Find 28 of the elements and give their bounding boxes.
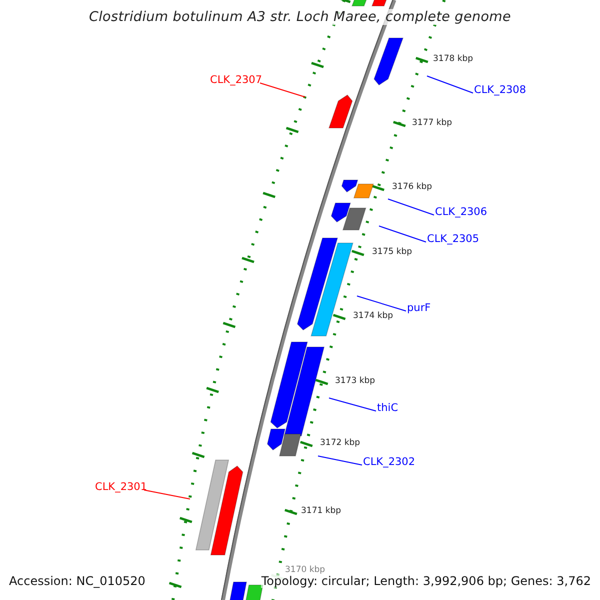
leader-line	[426, 76, 474, 94]
gene-label: CLK_2302	[363, 456, 416, 468]
scale-label: 3175 kbp	[372, 247, 412, 257]
scale-label: 3176 kbp	[392, 182, 432, 192]
gene-label: CLK_2301	[95, 481, 148, 493]
leader-line	[260, 82, 306, 98]
genome-stats-label: Topology: circular; Length: 3,992,906 bp; Genes: 3,762	[261, 574, 591, 588]
scale-label: 3171 kbp	[301, 506, 342, 516]
gene-label: thiC	[377, 402, 398, 414]
diagram-title: Clostridium botulinum A3 str. Loch Maree, complete genome	[88, 9, 512, 25]
gene-label: CLK_2306	[435, 206, 488, 218]
leader-line	[378, 226, 426, 242]
scale-label: 3178 kbp	[433, 54, 474, 64]
gene-label: purF	[407, 302, 431, 314]
leader-line	[328, 398, 376, 412]
scale-label: 3174 kbp	[353, 311, 394, 321]
scale-label: 3177 kbp	[412, 118, 452, 128]
gene-label: CLK_2308	[474, 84, 526, 96]
leader-line	[388, 198, 434, 216]
leader-line	[356, 296, 406, 312]
accession-label: Accession: NC_010520	[9, 574, 146, 588]
leader-line	[318, 456, 362, 466]
scale-label: 3172 kbp	[320, 438, 360, 448]
scale-label: 3170 kbp	[285, 565, 326, 575]
scale-label: 3173 kbp	[335, 376, 376, 386]
gene-label: CLK_2305	[427, 233, 480, 245]
leader-line	[144, 490, 190, 500]
gene-label: CLK_2307	[210, 74, 262, 86]
